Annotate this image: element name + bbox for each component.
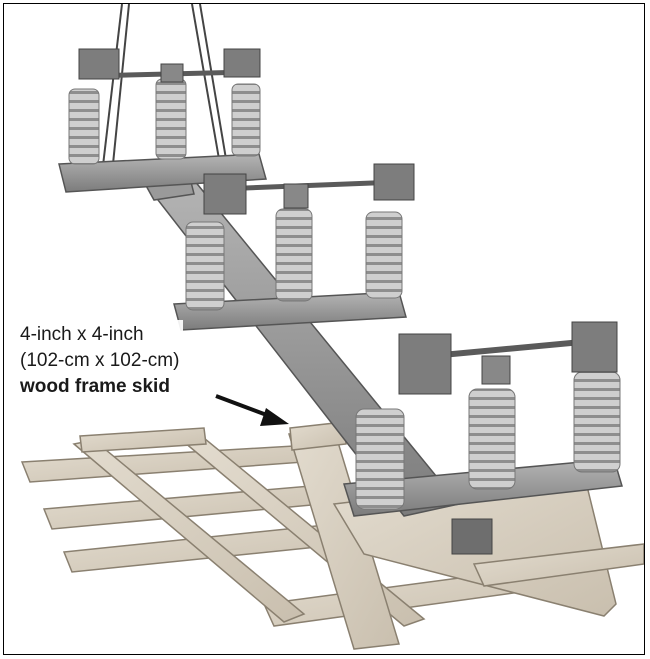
callout-line-dimensions-inch: 4-inch x 4-inch bbox=[20, 324, 144, 345]
figure-frame: 4-inch x 4-inch (102-cm x 102-cm) wood f… bbox=[3, 3, 645, 655]
wood-frame-skid bbox=[20, 421, 644, 650]
callout-arrow bbox=[215, 394, 289, 426]
switch-phase-top bbox=[58, 48, 267, 193]
switch-phase-middle bbox=[173, 163, 415, 331]
lifting-cables bbox=[101, 4, 227, 175]
callout-line-description: wood frame skid bbox=[20, 376, 170, 397]
switch-assembly-photo bbox=[20, 4, 644, 650]
skid-callout-label: 4-inch x 4-inch (102-cm x 102-cm) wood f… bbox=[18, 320, 184, 402]
callout-line-dimensions-cm: (102-cm x 102-cm) bbox=[20, 350, 180, 371]
switch-phase-bottom bbox=[343, 321, 623, 555]
